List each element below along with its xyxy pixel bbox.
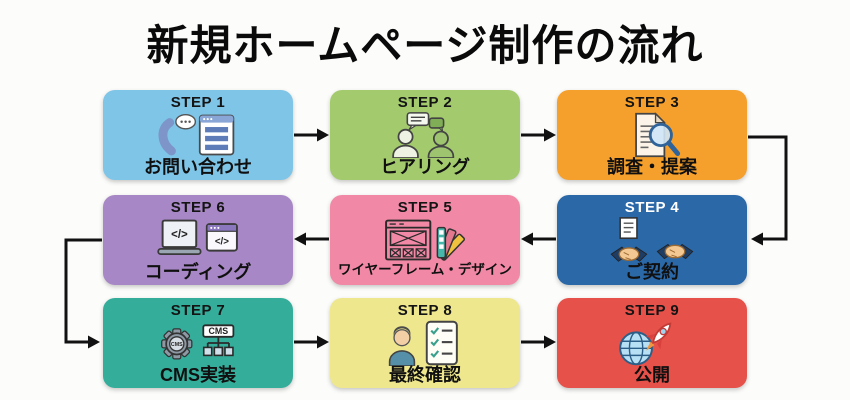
- arrow-step6-to-step7-wrap: [64, 238, 102, 349]
- step-box-3: STEP 3 調査・提案: [557, 90, 747, 180]
- contract-icon: [606, 216, 698, 263]
- step-title-label: ヒアリング: [380, 156, 470, 177]
- arrow-step3-to-step4-wrap: [748, 135, 788, 246]
- step-number-label: STEP 6: [170, 199, 226, 216]
- step-number-label: STEP 9: [624, 302, 680, 319]
- svg-text:</>: </>: [171, 229, 188, 241]
- step-title-label: コーディング: [144, 261, 252, 282]
- step-number-label: STEP 2: [397, 94, 453, 111]
- step-box-4: STEP 4 ご契約: [557, 195, 747, 285]
- step-title-label: 最終確認: [389, 364, 461, 385]
- step-title-label: ワイヤーフレーム・デザイン: [338, 262, 512, 278]
- svg-text:CMS: CMS: [171, 342, 183, 348]
- step-number-label: STEP 4: [624, 199, 680, 216]
- step-box-8: STEP 8 最終確認: [330, 298, 520, 388]
- step-box-7: STEP 7 CMS CMS: [103, 298, 293, 388]
- step-number-label: STEP 7: [170, 302, 226, 319]
- step-number-label: STEP 8: [397, 302, 453, 319]
- coding-icon: </> </>: [152, 217, 244, 263]
- step-box-9: STEP 9 公開: [557, 298, 747, 388]
- step-number-label: STEP 1: [170, 94, 226, 111]
- wireframe-design-icon: [379, 217, 471, 263]
- step-title-label: 公開: [634, 364, 670, 385]
- contact-icon: [152, 112, 244, 158]
- step-title-label: 調査・提案: [607, 156, 697, 177]
- hearing-icon: [379, 111, 471, 158]
- page-title: 新規ホームページ制作の流れ: [146, 22, 704, 69]
- step-title-label: お問い合わせ: [144, 156, 252, 177]
- step-box-6: STEP 6 </> </> コーディング: [103, 195, 293, 285]
- step-box-1: STEP 1 お問い合わせ: [103, 90, 293, 180]
- research-icon: [606, 111, 698, 158]
- step-number-label: STEP 3: [624, 94, 680, 111]
- svg-text:CMS: CMS: [209, 326, 229, 336]
- step-box-2: STEP 2 ヒアリング: [330, 90, 520, 180]
- cms-gear-icon: CMS CMS: [152, 320, 244, 366]
- step-title-label: ご契約: [625, 261, 679, 282]
- svg-text:</>: </>: [215, 236, 229, 247]
- step-box-5: STEP 5: [330, 195, 520, 285]
- launch-icon: [606, 320, 698, 366]
- step-title-label: CMS実装: [160, 364, 236, 385]
- final-check-icon: [379, 320, 471, 366]
- step-number-label: STEP 5: [397, 199, 453, 216]
